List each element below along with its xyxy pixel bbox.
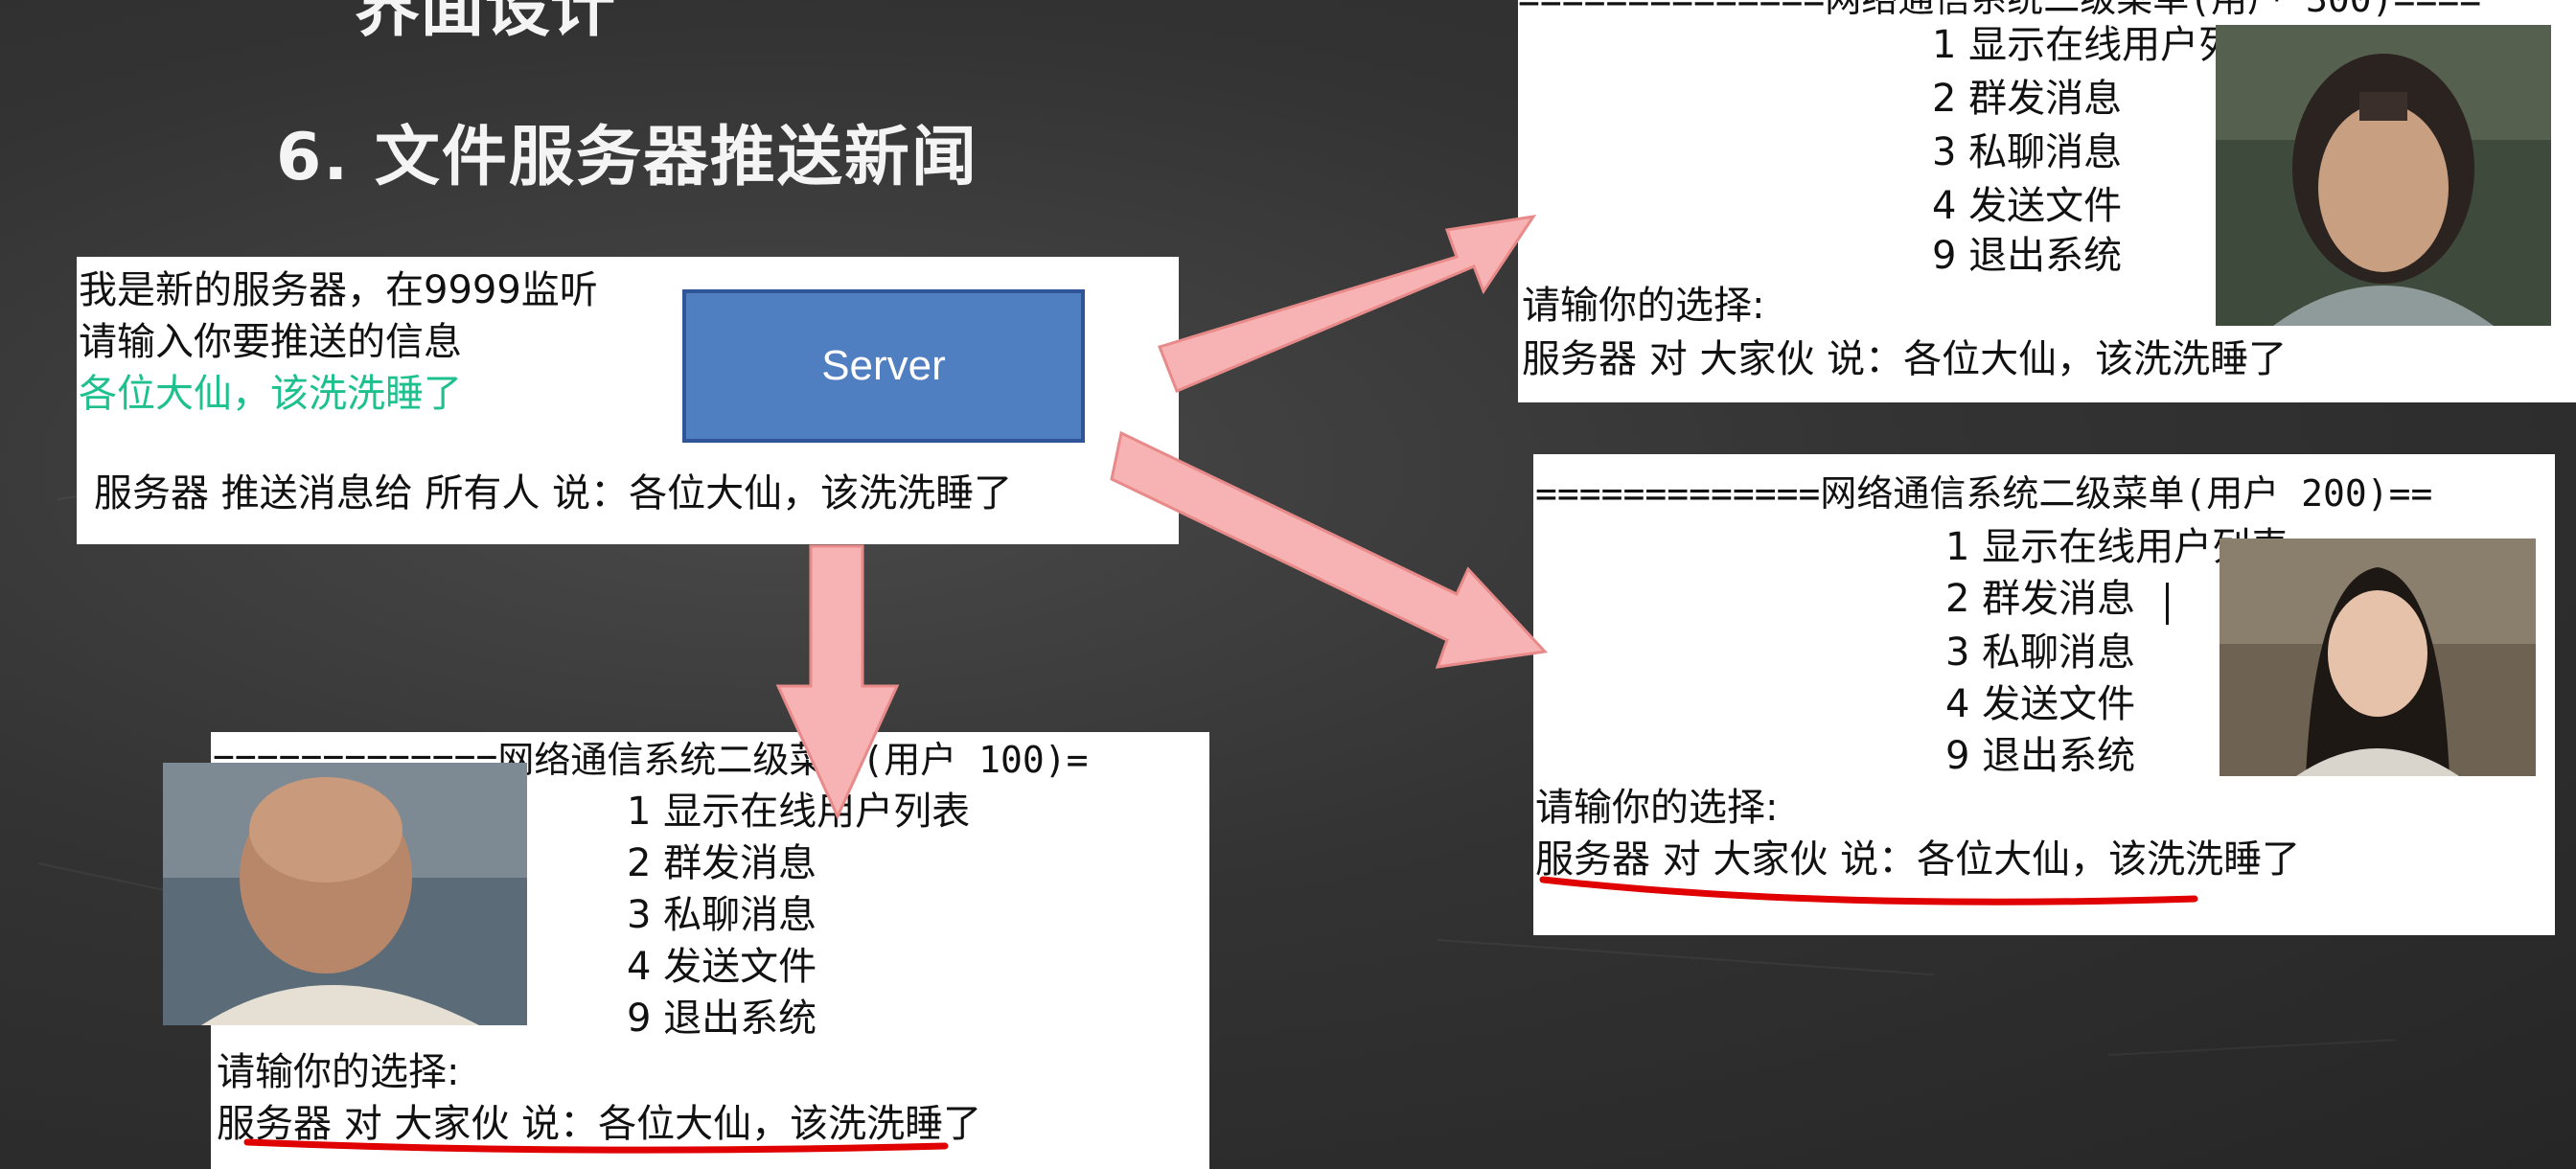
menu-item: 2 群发消息 xyxy=(627,841,817,885)
choice-prompt: 请输你的选择: xyxy=(1535,786,1779,830)
portrait-photo xyxy=(163,763,527,1025)
broadcast-message: 服务器 对 大家伙 说：各位大仙，该洗洗睡了 xyxy=(1522,337,2288,381)
server-input-prompt: 请输入你要推送的信息 xyxy=(79,320,462,364)
server-box: Server xyxy=(682,289,1085,443)
portrait-photo xyxy=(2220,539,2536,776)
client-console-200: =============网络通信系统二级菜单(用户 200)== 1 显示在线… xyxy=(1533,454,2555,935)
menu-item: 1 显示在线用户列表 xyxy=(627,790,971,834)
slide-title: 6. 文件服务器推送新闻 xyxy=(276,120,978,195)
menu-item: 9 退出系统 xyxy=(1945,734,2136,778)
red-underline xyxy=(243,1138,949,1154)
client-console-300: ==============网络通信系统二级菜单(用户 300)==== 1 显… xyxy=(1518,0,2576,402)
top-cut-heading: 界面设计 xyxy=(355,0,616,46)
arrow-to-client-100 xyxy=(775,544,900,820)
server-push-message: 服务器 推送消息给 所有人 说：各位大仙，该洗洗睡了 xyxy=(94,471,1013,516)
portrait-photo xyxy=(2216,25,2551,326)
menu-item: 4 发送文件 xyxy=(1945,682,2136,726)
broadcast-message: 服务器 对 大家伙 说：各位大仙，该洗洗睡了 xyxy=(1535,837,2301,882)
menu-item: 2 群发消息 xyxy=(1932,77,2123,121)
red-underline xyxy=(1539,876,2198,905)
menu-item: 4 发送文件 xyxy=(627,945,817,989)
menu-item: 9 退出系统 xyxy=(627,997,817,1041)
text-cursor xyxy=(2166,583,2169,625)
broadcast-message: 服务器 对 大家伙 说：各位大仙，该洗洗睡了 xyxy=(217,1102,982,1146)
client-header: =============网络通信系统二级菜单(用户 200)== xyxy=(1535,472,2433,515)
choice-prompt: 请输你的选择: xyxy=(217,1050,460,1094)
menu-item: 4 发送文件 xyxy=(1932,184,2123,228)
arrow-to-client-300 xyxy=(1158,214,1537,393)
choice-prompt: 请输你的选择: xyxy=(1522,284,1765,328)
menu-item: 3 私聊消息 xyxy=(1932,130,2123,174)
arrow-to-client-200 xyxy=(1110,430,1549,669)
menu-item: 2 群发消息 xyxy=(1945,577,2136,621)
server-listen-line: 我是新的服务器，在9999监听 xyxy=(79,268,598,312)
client-header: ==============网络通信系统二级菜单(用户 300)==== xyxy=(1518,0,2481,25)
server-input-text: 各位大仙，该洗洗睡了 xyxy=(79,372,462,416)
menu-item: 9 退出系统 xyxy=(1932,234,2123,278)
menu-item: 3 私聊消息 xyxy=(1945,630,2136,675)
menu-item: 3 私聊消息 xyxy=(627,893,817,937)
